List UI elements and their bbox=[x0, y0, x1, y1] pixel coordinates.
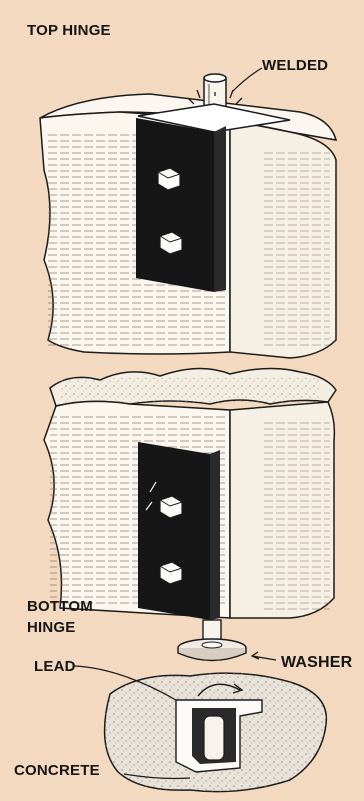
concrete-block bbox=[74, 666, 326, 792]
bottom-hinge-label: BOTTOM HINGE bbox=[27, 596, 93, 638]
lead-label: LEAD bbox=[34, 658, 76, 675]
top-hinge-label: TOP HINGE bbox=[27, 22, 111, 39]
washer-leader-line bbox=[252, 652, 276, 660]
top-gate-section bbox=[40, 68, 336, 358]
washer-label: WASHER bbox=[281, 654, 352, 672]
concrete-label: CONCRETE bbox=[14, 762, 100, 779]
welded-label: WELDED bbox=[262, 57, 328, 74]
welded-leader-line bbox=[232, 68, 262, 92]
washer-icon bbox=[178, 639, 246, 661]
